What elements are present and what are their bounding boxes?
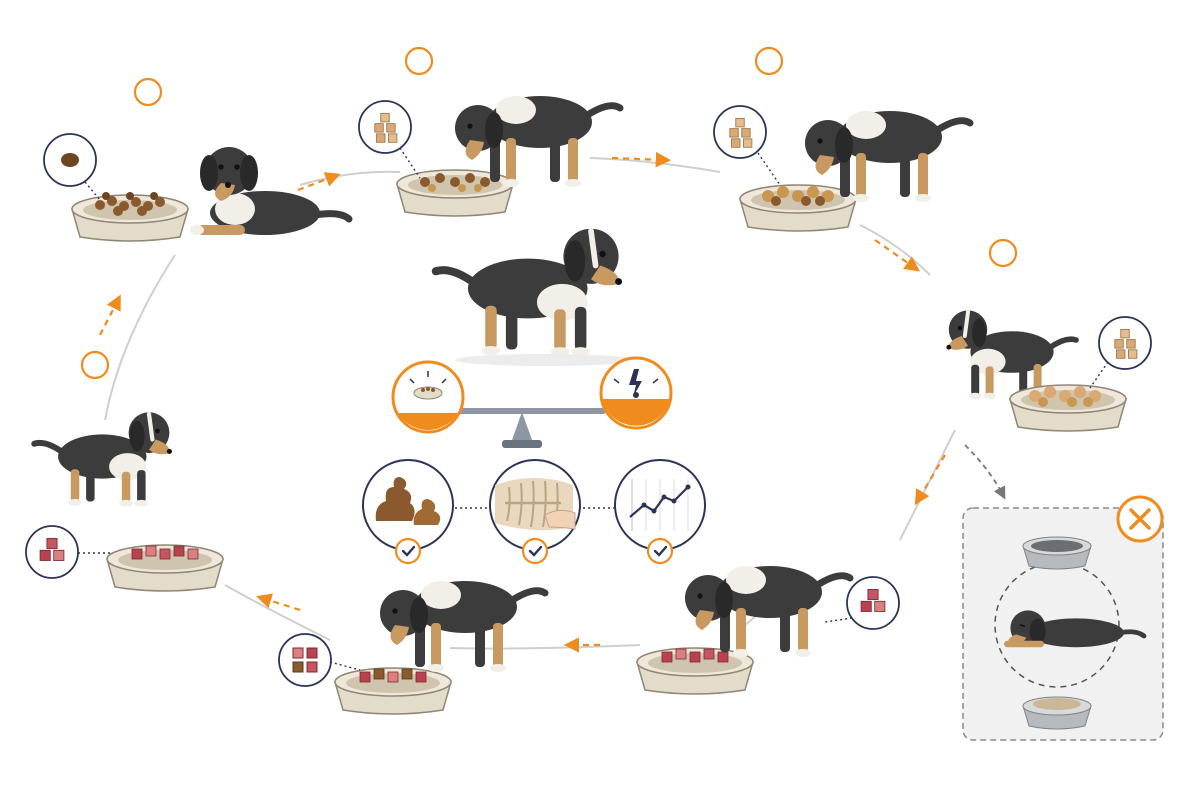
- flow-arrows: [99, 151, 946, 653]
- callout-meat-7: [25, 525, 79, 579]
- arrow-3-to-4: [874, 239, 921, 272]
- step-2-kibble-mix: [358, 96, 620, 217]
- step-marker-7: [80, 350, 110, 380]
- dog-eating-5: [685, 566, 850, 657]
- gauge-food-portion: [391, 360, 465, 434]
- stool-check: [362, 459, 454, 565]
- health-checks: [362, 459, 706, 565]
- step-marker-1: [133, 77, 163, 107]
- arrow-6-to-7: [256, 593, 301, 612]
- center-puppy: [436, 229, 635, 366]
- step-3-kibble-mix: [713, 105, 970, 232]
- step-marker-4: [988, 238, 1018, 268]
- callout-meat-5: [846, 576, 900, 630]
- rib-palpation-icon: [495, 478, 576, 531]
- stool-icon: [375, 477, 441, 525]
- dog-lying-tired: [1004, 610, 1147, 648]
- steel-bowl-bottom: [1022, 696, 1092, 730]
- body-condition-check: [489, 459, 581, 565]
- step-marker-2: [404, 46, 434, 76]
- dog-walking-7: [34, 412, 172, 506]
- kibble-pile: [95, 192, 165, 216]
- lightning-icon: [629, 369, 642, 397]
- dog-lying: [190, 147, 349, 235]
- dog-eating-6: [380, 581, 545, 672]
- check-icon: [394, 537, 422, 565]
- step-markers: [80, 46, 1018, 380]
- step-marker-3: [754, 46, 784, 76]
- steel-bowl-top: [1022, 536, 1092, 570]
- growth-check: [614, 459, 706, 565]
- callout-mixed-6: [278, 633, 332, 687]
- check-icon: [521, 537, 549, 565]
- check-icon: [646, 537, 674, 565]
- growth-chart-icon: [629, 479, 691, 531]
- callout-kibble: [43, 133, 97, 187]
- balance-scale: [391, 356, 673, 448]
- step-7-fresh-walking: [25, 412, 224, 592]
- arrow-7-to-1: [99, 294, 121, 336]
- step-1-kibble-lying: [43, 133, 349, 242]
- arrow-2-to-3: [611, 151, 672, 168]
- warning-panel: [962, 495, 1164, 741]
- step-6-transition-eating: [278, 581, 545, 715]
- step-5-fresh-eating: [636, 566, 900, 695]
- callout-cubes-4: [1098, 316, 1152, 370]
- arrow-4-to-5: [914, 454, 946, 506]
- callout-cubes-3: [713, 105, 767, 159]
- step-4-mix-standing: [946, 310, 1152, 432]
- callout-cubes-2: [358, 100, 412, 154]
- cross-icon: [1116, 495, 1164, 543]
- arrow-to-warning: [964, 444, 1006, 500]
- gauge-energy: [599, 356, 673, 430]
